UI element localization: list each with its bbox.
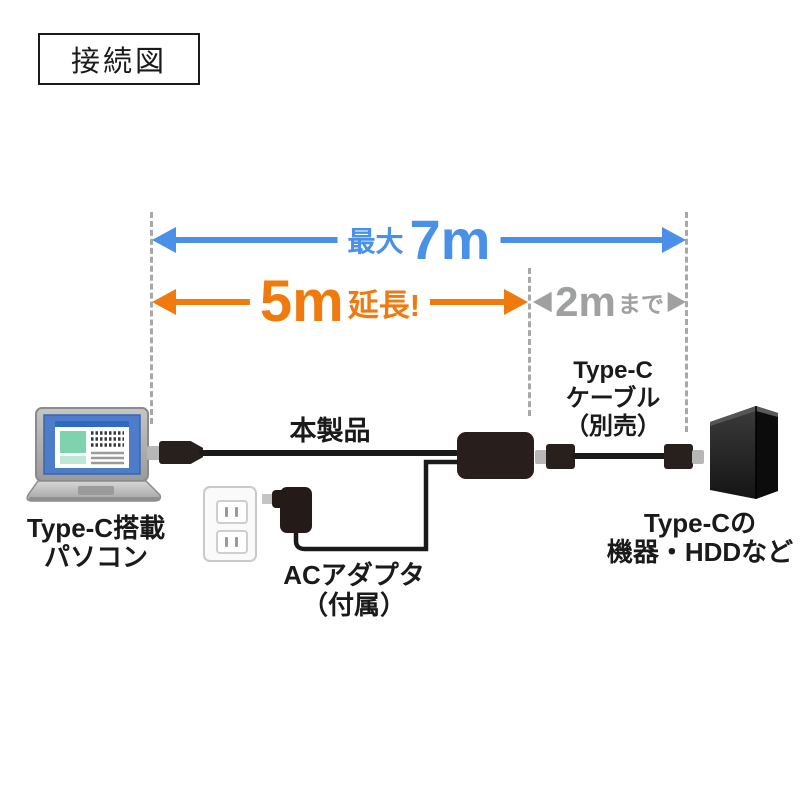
device-label-line1: Type-Cの — [643, 508, 757, 538]
dash-guide-middle — [528, 268, 531, 416]
total-length-text: 最大 7m — [337, 208, 501, 271]
outlet-slot — [235, 537, 238, 547]
adapter-label: ACアダプタ （付属） — [283, 560, 425, 620]
typec-cable-label-line2: ケーブル — [565, 385, 661, 412]
typec-cable-label: Type-C ケーブル （別売） — [565, 357, 661, 441]
adapter-label-line1: ACアダプタ — [283, 560, 425, 590]
pc-label-line1: Type-C搭載 — [26, 513, 166, 543]
device-label-line2: 機器・HDDなど — [606, 537, 794, 567]
typec-cable-line — [572, 453, 667, 459]
laptop-illustration — [26, 407, 162, 502]
cable-limit-arrow-head-right — [666, 291, 686, 313]
extension-length-value: 5m — [259, 269, 344, 334]
cable-limit-text: 2m まで — [551, 281, 668, 323]
cable-limit-arrow-head-left — [533, 291, 553, 313]
typec-cable-plug-left-icon — [546, 444, 575, 469]
extension-arrow-head-left — [152, 289, 176, 315]
total-length-prefix: 最大 — [347, 226, 404, 257]
outlet-socket-top — [216, 500, 248, 524]
typec-cable-label-line1: Type-C — [573, 357, 653, 384]
pc-connector-plug-icon — [159, 441, 203, 464]
extension-arrow-head-right — [504, 289, 528, 315]
hdd-illustration — [710, 406, 778, 499]
dash-guide-left — [150, 212, 153, 424]
extension-unit-illustration — [457, 432, 534, 479]
diagram-title-box: 接続図 — [38, 33, 200, 85]
power-cord — [293, 459, 458, 552]
typec-cable-plug-right-icon — [664, 444, 693, 469]
pc-connector-tip-icon — [147, 446, 160, 460]
extension-length-suffix: 延長! — [347, 287, 421, 323]
extension-length-arrow: 5m 延長! — [152, 269, 528, 334]
typec-cable-tip-right-icon — [692, 450, 704, 464]
pc-label-line2: パソコン — [43, 542, 149, 572]
cable-limit-suffix: まで — [617, 291, 664, 317]
wall-outlet-illustration — [203, 486, 257, 562]
outlet-slot — [225, 537, 228, 547]
outlet-socket-bottom — [216, 530, 248, 554]
total-arrow-head-right — [662, 227, 686, 253]
total-length-arrow: 最大 7m — [152, 208, 686, 271]
pc-label: Type-C搭載 パソコン — [27, 514, 165, 572]
diagram-title: 接続図 — [70, 46, 167, 78]
cable-limit-arrow: 2m まで — [533, 274, 686, 330]
extension-length-text: 5m 延長! — [249, 269, 431, 334]
main-cable — [199, 450, 459, 456]
outlet-slot — [235, 507, 238, 517]
dash-guide-right — [685, 212, 688, 432]
cable-limit-value: 2m — [555, 278, 616, 325]
total-length-value: 7m — [409, 208, 491, 271]
adapter-label-line2: （付属） — [301, 590, 406, 620]
device-label: Type-Cの 機器・HDDなど — [607, 509, 793, 567]
product-label: 本製品 — [289, 416, 371, 446]
ac-adapter-illustration — [262, 487, 312, 533]
typec-cable-label-line3: （別売） — [565, 413, 661, 440]
total-arrow-head-left — [152, 227, 176, 253]
typec-cable-tip-left-icon — [535, 450, 547, 464]
outlet-slot — [225, 507, 228, 517]
